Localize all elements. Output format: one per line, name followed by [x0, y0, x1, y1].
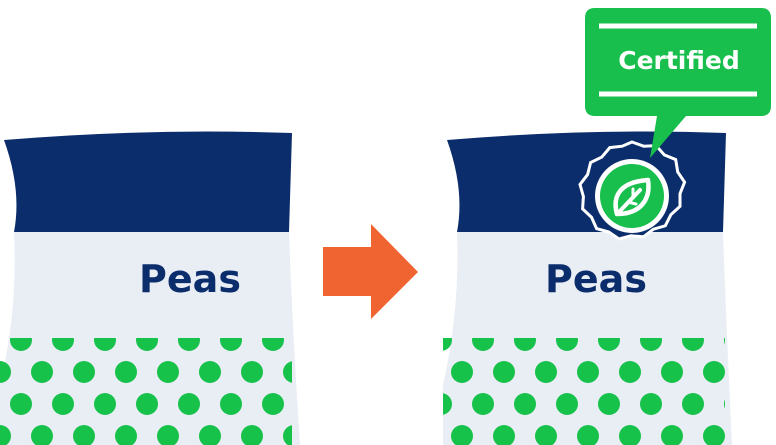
bag-after-dots: [443, 338, 733, 445]
bag-after-label: Peas: [545, 257, 647, 301]
bag-before: Peas: [0, 132, 300, 445]
bag-before-dots: [0, 338, 300, 445]
bag-before-label: Peas: [139, 257, 241, 301]
arrow-right-icon: [323, 224, 418, 319]
certified-text: Certified: [618, 46, 740, 75]
bag-before-top: [4, 132, 292, 232]
